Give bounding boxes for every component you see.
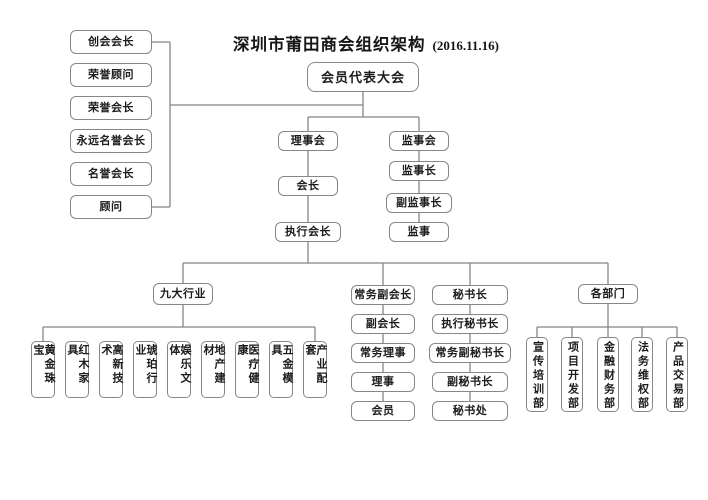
node-supervisory-board: 监事会 (389, 131, 449, 151)
node-dept-legal-rights: 法务维权部 (631, 337, 653, 412)
node-advisor: 顾问 (70, 195, 152, 219)
node-industry-gold-jewelry: 黄金珠宝 (31, 341, 55, 398)
page-title-text: 深圳市莆田商会组织架构 (233, 35, 426, 54)
node-supervisor: 监事 (389, 222, 449, 242)
node-industry-healthcare: 医疗健康 (235, 341, 259, 398)
node-dept-publicity-training: 宣传培训部 (526, 337, 548, 412)
page-title: 深圳市莆田商会组织架构 (2016.11.16) (233, 31, 499, 55)
honorary-bracket-lines (152, 41, 364, 208)
node-standing-vice-president: 常务副会长 (351, 285, 415, 305)
node-executive-secretary-general: 执行秘书长 (432, 314, 508, 334)
node-dept-finance: 金融财务部 (597, 337, 619, 412)
chain-link-lines (382, 305, 471, 401)
executive-splitter-lines (182, 242, 609, 285)
node-industry-real-estate: 地产建材 (201, 341, 225, 398)
node-director: 理事 (351, 372, 415, 392)
node-nine-industries: 九大行业 (153, 283, 213, 305)
node-industry-hardware-mold: 五金模具 (269, 341, 293, 398)
node-member: 会员 (351, 401, 415, 421)
node-standing-deputy-secretary-general: 常务副秘书长 (429, 343, 511, 363)
node-industry-high-tech: 高新技术 (99, 341, 123, 398)
node-permanent-honorary-president: 永远名誉会长 (70, 129, 152, 153)
node-dept-product-trading: 产品交易部 (666, 337, 688, 412)
node-executive-president: 执行会长 (275, 222, 341, 242)
node-founding-president: 创会会长 (70, 30, 152, 54)
node-industry-support: 产业配套 (303, 341, 327, 398)
node-deputy-chief-supervisor: 副监事长 (386, 193, 452, 213)
node-industry-amber: 琥珀行业 (133, 341, 157, 398)
node-president: 会长 (278, 176, 338, 196)
node-dept-project-development: 项目开发部 (561, 337, 583, 412)
node-standing-director: 常务理事 (351, 343, 415, 363)
node-industry-entertainment: 娱乐文体 (167, 341, 191, 398)
node-member-assembly: 会员代表大会 (307, 62, 419, 92)
departments-branch-lines (536, 304, 678, 337)
node-chief-supervisor: 监事长 (389, 161, 449, 181)
node-honorary-president: 荣誉会长 (70, 96, 152, 120)
node-secretary-general: 秘书长 (432, 285, 508, 305)
assembly-split-lines (307, 116, 420, 222)
node-council: 理事会 (278, 131, 338, 151)
node-deputy-secretary-general: 副秘书长 (432, 372, 508, 392)
node-industry-redwood-furniture: 红木家具 (65, 341, 89, 398)
node-departments: 各部门 (578, 284, 638, 304)
node-secretariat: 秘书处 (432, 401, 508, 421)
node-honorary-chairman: 名誉会长 (70, 162, 152, 186)
page-title-date: (2016.11.16) (432, 38, 499, 53)
node-vice-president: 副会长 (351, 314, 415, 334)
node-honorary-advisor: 荣誉顾问 (70, 63, 152, 87)
industries-branch-lines (42, 305, 316, 341)
